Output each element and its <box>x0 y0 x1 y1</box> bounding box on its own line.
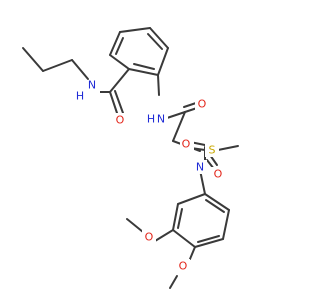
chemical-structure-diagram: N H O H N O N S O O <box>22 27 239 289</box>
ring2-double-3 <box>205 199 225 213</box>
bond-amide-c-o-a <box>109 91 119 117</box>
bond-propyl-2 <box>42 59 73 72</box>
ring2-double-1 <box>177 208 183 229</box>
atom-o-amide: O <box>116 114 125 127</box>
ring1-double-1 <box>133 63 155 70</box>
atom-s-sulfonyl: S <box>209 144 216 157</box>
atom-o-sulfonyl-1: O <box>182 138 191 151</box>
ring1-bond-e <box>109 31 121 56</box>
ring1-bond-c <box>149 27 169 49</box>
ring1-double-3 <box>115 37 124 55</box>
bond-carbonyl-ring <box>109 68 130 93</box>
ring1-double-2 <box>147 33 163 50</box>
bond-amide-c-o-b <box>114 90 124 114</box>
atom-o-methoxy-3: O <box>145 231 154 244</box>
bond-ome4-methyl <box>169 275 178 289</box>
bond-acetamide-ch2 <box>172 111 186 142</box>
bond-propyl-1 <box>22 47 44 72</box>
ring1-bond-d <box>119 27 151 33</box>
bond-propyl-3 <box>71 59 89 80</box>
bond-ring2-ome3 <box>154 229 174 242</box>
ring1-bond-f <box>109 54 130 70</box>
ring2-bond-a <box>177 193 206 205</box>
ring2-bond-f <box>204 193 230 211</box>
atom-n-sulfonamide: N <box>196 161 204 174</box>
ring2-double-2 <box>197 235 220 243</box>
atom-n-anilide: N <box>157 113 165 126</box>
molecule-svg: N H O H N O N S O O <box>22 27 239 289</box>
ring2-bond-c <box>172 229 196 248</box>
ring1-bond-a <box>128 68 159 76</box>
bond-acetamide-co-b <box>183 102 197 108</box>
bond-ring2-ome4 <box>189 246 196 260</box>
bond-layer <box>22 27 239 289</box>
ring2-bond-e <box>222 209 230 240</box>
bond-s-methyl <box>217 145 239 151</box>
atom-o-acetamide: O <box>198 98 207 111</box>
atom-o-methoxy-4: O <box>179 260 188 273</box>
atom-h-anilide: H <box>147 113 155 126</box>
bond-ring-nh <box>157 74 160 96</box>
ring2-bond-d <box>194 238 224 248</box>
ring1-bond-b <box>157 47 169 76</box>
bond-ome3-methyl <box>126 218 144 233</box>
atom-n-amide: N <box>88 79 96 92</box>
atom-h-amide: H <box>76 90 84 103</box>
ring2-bond-b <box>172 203 179 231</box>
atom-label-layer: N H O H N O N S O O <box>76 79 225 273</box>
atom-o-sulfonyl-2: O <box>214 168 223 181</box>
bond-nh-acetamide <box>166 111 186 119</box>
